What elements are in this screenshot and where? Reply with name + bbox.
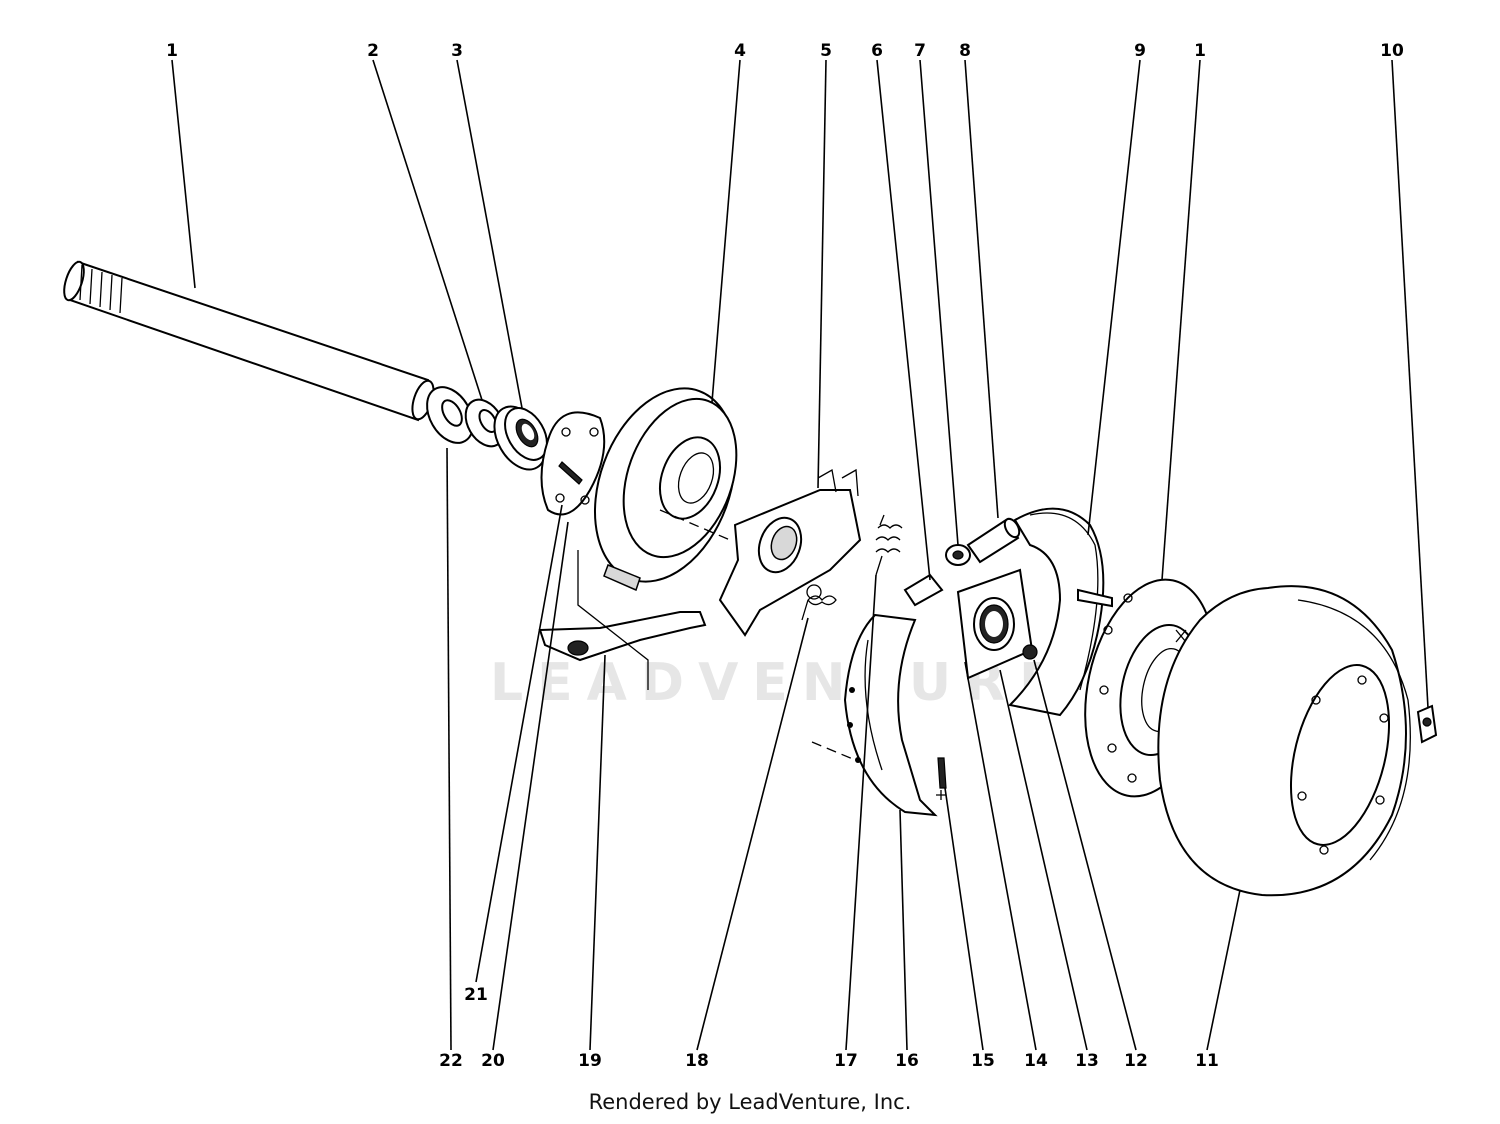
adjuster bbox=[945, 544, 971, 566]
callout-4: 4 bbox=[734, 41, 746, 61]
anchor-plate bbox=[718, 468, 862, 637]
callout-8: 8 bbox=[959, 41, 971, 61]
callout-22: 22 bbox=[439, 1051, 463, 1071]
callout-3: 3 bbox=[451, 41, 463, 61]
callout-12: 12 bbox=[1124, 1051, 1148, 1071]
brake-shoe bbox=[811, 613, 938, 817]
rendered-by-footer: Rendered by LeadVenture, Inc. bbox=[588, 1090, 912, 1114]
callout-2: 2 bbox=[367, 41, 379, 61]
callout-13: 13 bbox=[1075, 1051, 1099, 1071]
brake-lever bbox=[538, 550, 707, 690]
callout-10: 10 bbox=[1380, 41, 1404, 61]
callout-14: 14 bbox=[1024, 1051, 1048, 1071]
brake-shoe-assembly bbox=[1007, 507, 1113, 717]
leader-lines bbox=[171, 59, 1429, 1051]
gasket-plate bbox=[540, 411, 606, 516]
lug-nut bbox=[1416, 704, 1438, 744]
callout-5: 5 bbox=[820, 41, 832, 61]
return-spring-lower bbox=[801, 584, 837, 621]
watermark-text: LEADVENTURE bbox=[490, 653, 1069, 713]
callout-11: 11 bbox=[1195, 1051, 1219, 1071]
return-spring-upper bbox=[875, 514, 903, 576]
callout-15: 15 bbox=[971, 1051, 995, 1071]
callout-18: 18 bbox=[685, 1051, 709, 1071]
callout-17: 17 bbox=[834, 1051, 858, 1071]
backing-plate bbox=[593, 387, 738, 592]
piston bbox=[903, 573, 944, 607]
brake-drum bbox=[1157, 585, 1411, 897]
hold-down-pin bbox=[936, 757, 947, 800]
washer bbox=[426, 386, 474, 444]
callout-20: 20 bbox=[481, 1051, 505, 1071]
callout-16: 16 bbox=[895, 1051, 919, 1071]
callout-7: 7 bbox=[914, 41, 926, 61]
callout-numbers: 1 2 3 4 5 6 7 8 9 1 10 21 22 20 19 18 17… bbox=[166, 41, 1404, 1071]
callout-1-top: 1 bbox=[166, 41, 178, 61]
callout-6: 6 bbox=[871, 41, 883, 61]
axle-shaft bbox=[63, 260, 435, 422]
callout-1-hub: 1 bbox=[1194, 41, 1206, 61]
pin bbox=[558, 461, 583, 485]
bearing bbox=[493, 405, 548, 471]
callout-21: 21 bbox=[464, 985, 488, 1005]
callout-9: 9 bbox=[1134, 41, 1146, 61]
callout-19: 19 bbox=[578, 1051, 602, 1071]
wheel-cylinder bbox=[966, 517, 1021, 564]
